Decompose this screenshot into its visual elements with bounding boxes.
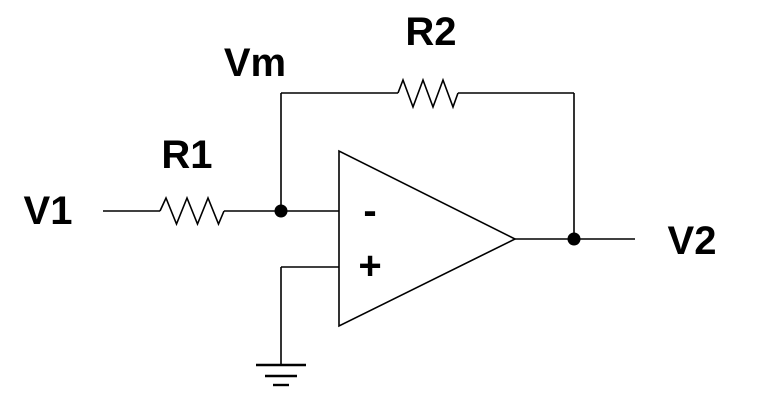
resistor-r1 (159, 195, 225, 227)
vm-node-dot (274, 204, 288, 218)
vm-label: Vm (224, 41, 286, 85)
ground-symbol (256, 363, 306, 387)
v1-label: V1 (24, 189, 73, 233)
r2-label: R2 (405, 10, 456, 54)
r1-label: R1 (161, 133, 212, 177)
resistor-r2 (397, 77, 459, 110)
inverting-input-sign: - (363, 189, 376, 233)
noninverting-input-sign: + (358, 244, 381, 288)
opamp-triangle (338, 149, 517, 328)
v2-label: V2 (668, 219, 717, 263)
output-node-dot (567, 232, 581, 246)
